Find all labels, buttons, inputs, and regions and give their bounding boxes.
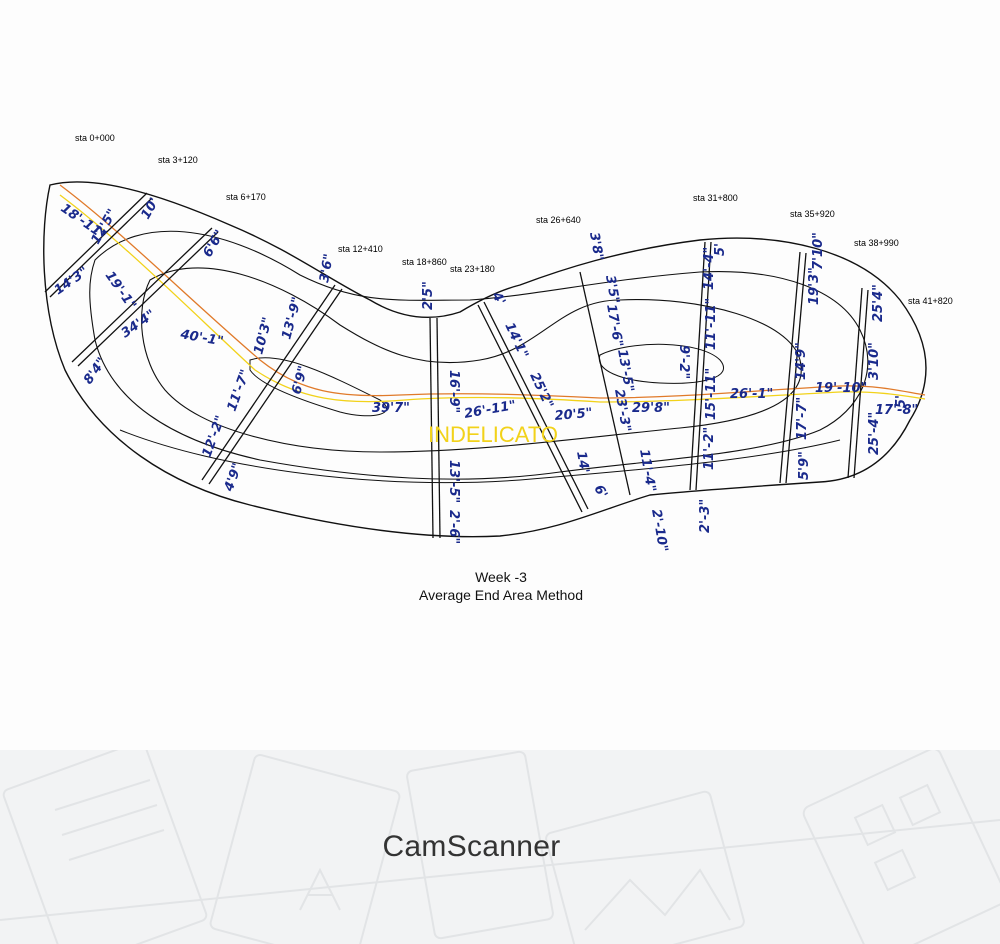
cross-section-line [477, 304, 583, 513]
station-label: sta 18+860 [402, 257, 447, 267]
measurement-label: 25'2" [526, 370, 556, 411]
contour-line [141, 267, 802, 453]
measurement-label: 20'5" [554, 406, 593, 424]
measurement-label: 14'1" [501, 320, 531, 361]
station-label: sta 31+800 [693, 193, 738, 203]
site-plan-diagram: sta 0+000 sta 3+120 sta 6+170 sta 12+410… [43, 133, 953, 603]
station-label: sta 38+990 [854, 238, 899, 248]
measurement-label: 13'-5" [446, 460, 461, 503]
centerline-orange [59, 184, 926, 399]
measurement-label: 14' [573, 450, 592, 474]
watermark-text: INDELICATO [428, 422, 558, 447]
station-label: sta 35+920 [790, 209, 835, 219]
caption-subtitle: Average End Area Method [419, 587, 583, 603]
measurement-label: 14'-4" [702, 247, 717, 290]
measurement-label: 5' [713, 243, 728, 256]
cross-section-line [208, 288, 343, 485]
measurement-label: 9'-2" [676, 345, 691, 379]
measurement-label: 5' [894, 395, 909, 408]
cross-section-line [49, 197, 153, 298]
scanned-page: sta 0+000 sta 3+120 sta 6+170 sta 12+410… [43, 133, 953, 603]
measurement-label: 26'-11" [463, 398, 517, 422]
caption-title: Week -3 [475, 569, 527, 585]
measurement-label: 19'3" [807, 267, 822, 305]
measurement-label: 13'-5" [614, 348, 636, 393]
measurement-label: 4' [488, 289, 508, 309]
measurement-label: 3'6" [317, 253, 337, 284]
measurement-label: 14'9" [794, 342, 809, 380]
cross-section-line [689, 241, 706, 491]
contour-line [598, 343, 724, 384]
measurement-label: 5'9" [797, 451, 812, 480]
measurement-label: 2'-3" [698, 499, 713, 533]
measurement-label: 40'-1" [178, 327, 224, 349]
contour-line [249, 357, 387, 417]
measurement-label: 10' [138, 195, 162, 222]
measurement-label: 6' [591, 483, 611, 502]
measurement-label: 11'-2" [702, 427, 717, 470]
measurement-label: 23'-3" [611, 388, 633, 433]
measurement-label: 25'4" [871, 284, 886, 322]
cross-section-line [436, 317, 441, 539]
brand-name: CamScanner [382, 830, 561, 863]
centerline-yellow [59, 194, 926, 403]
cross-sections [44, 192, 869, 539]
cross-section-line [695, 241, 712, 491]
measurement-label: 4'9" [221, 461, 245, 494]
image-outline-icon [545, 790, 745, 944]
cross-section-line [779, 251, 801, 484]
measurement-label: 16'-9" [446, 370, 461, 413]
cross-section-line [853, 289, 869, 479]
measurement-label: 7'10" [811, 232, 826, 270]
measurement-label: 14'3" [52, 264, 92, 298]
measurement-label: 6'9" [289, 364, 311, 396]
cross-section-line [483, 301, 589, 510]
outer-boundary [43, 181, 927, 538]
measurement-label: 29'8" [632, 401, 670, 416]
station-label: sta 41+820 [908, 296, 953, 306]
measurement-label: 26'-1" [730, 387, 773, 402]
measurement-label: 19'-10" [815, 381, 867, 396]
measurement-label: 11'-11" [704, 298, 719, 350]
station-label: sta 0+000 [75, 133, 115, 143]
document-outline-icon [2, 750, 208, 944]
footer-pattern [0, 750, 1000, 944]
measurement-label: 3'8" [586, 231, 606, 262]
cross-section-line [201, 284, 336, 481]
station-label: sta 6+170 [226, 192, 266, 202]
cross-section-line [44, 192, 148, 293]
contour-line [119, 429, 841, 484]
measurement-label: 17'-6" [603, 303, 625, 348]
measurement-label: 2'-6" [446, 510, 461, 544]
measurement-label: 17'-7" [795, 397, 810, 440]
cross-section-line [71, 227, 213, 363]
measurement-label: 15'-11" [704, 368, 719, 420]
measurement-label: 11'-7" [225, 368, 254, 414]
measurement-label: 19'-1" [102, 269, 139, 313]
cross-section-line [785, 252, 807, 484]
station-label: sta 12+410 [338, 244, 383, 254]
station-label: sta 23+180 [450, 264, 495, 274]
measurement-label: 11'-4" [636, 448, 658, 493]
measurement-label: 39'7" [372, 401, 410, 416]
cross-section-line [429, 317, 434, 539]
measurement-label: 17'-8" [875, 403, 918, 418]
measurement-label: 10'3" [251, 316, 275, 356]
measurement-label: 6'6" [200, 228, 227, 260]
cross-section-line [847, 287, 863, 479]
measurement-label: 2'-10" [648, 508, 670, 553]
station-label: sta 26+640 [536, 215, 581, 225]
cross-section-line [77, 231, 219, 367]
station-label: sta 3+120 [158, 155, 198, 165]
measurement-label: 25'-4" [867, 412, 882, 455]
measurement-label: 3'10" [867, 342, 882, 380]
measurement-label: 12'-2" [200, 414, 229, 460]
measurement-label: 2'5" [421, 281, 436, 310]
cross-section-line [579, 271, 631, 496]
measurement-label: 3'5" [602, 274, 622, 305]
scanner-footer: CamScanner [0, 750, 1000, 944]
